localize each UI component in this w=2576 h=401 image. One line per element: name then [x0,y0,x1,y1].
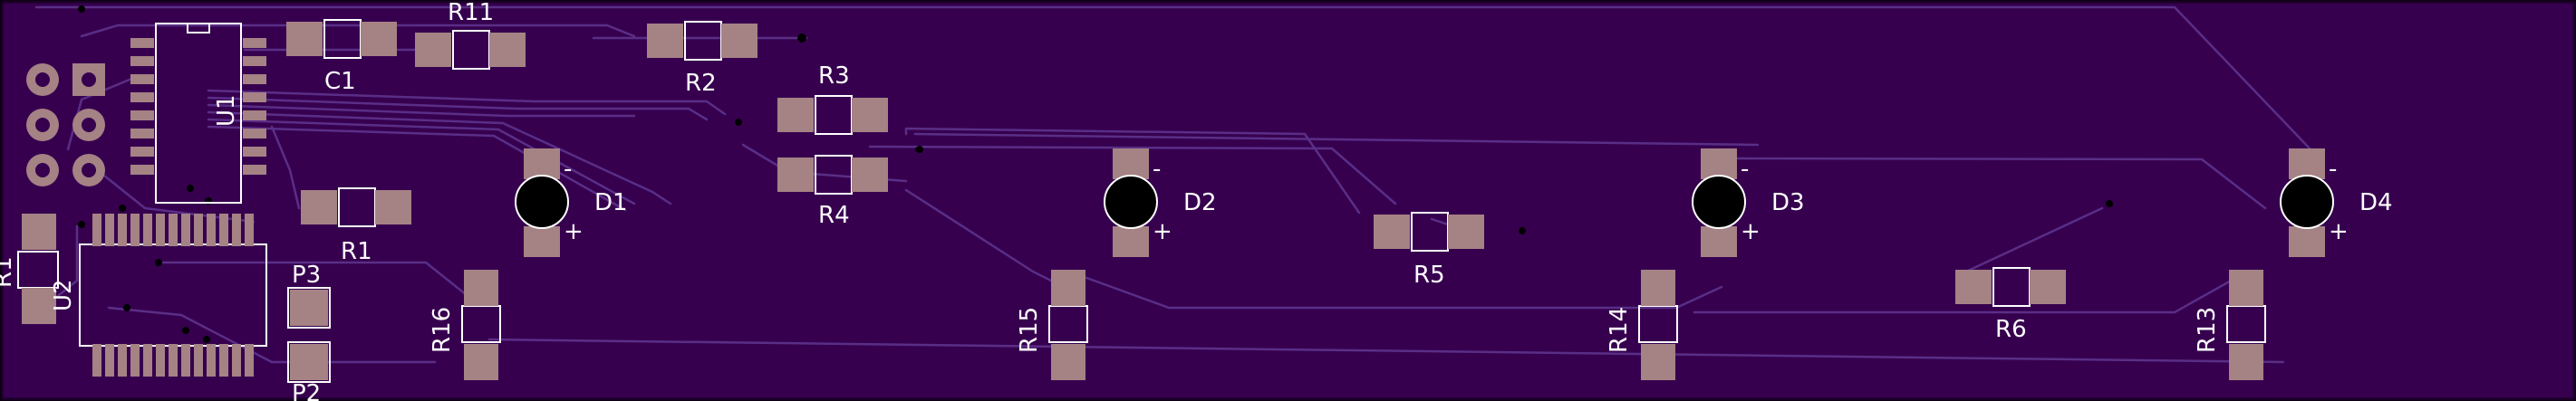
r15-label: R15 [1016,307,1043,353]
d3-plus: + [1741,218,1761,245]
d1-plus: + [564,218,584,245]
r11-resistor: R11 [415,0,526,70]
d4-minus: - [2329,156,2337,183]
d4-plus: + [2329,218,2349,245]
r14-resistor: R14 [1606,270,1678,380]
d2-label: D2 [1183,189,1217,216]
led-icon [1692,175,1746,229]
vias [78,5,2113,343]
pin-header [26,63,105,186]
d4-led: - + D4 [2280,148,2393,257]
d3-minus: - [1741,156,1749,183]
via-icon [78,221,85,228]
r15-resistor: R15 [1016,270,1088,380]
r1-label: R1 [341,238,372,265]
via-icon [797,33,806,43]
u2-chip: U2 [50,214,267,377]
via-icon [915,147,921,152]
led-icon [515,175,569,229]
led-icon [1104,175,1158,229]
c1-label: C1 [324,68,356,95]
r6-label: R6 [1995,316,2027,343]
via-icon [2106,200,2113,207]
r12-label: R1 [0,256,17,288]
u1-chip: U1 [130,23,266,204]
via-icon [182,327,189,334]
p2-label: P2 [292,380,321,401]
d2-led: - + D2 [1104,148,1217,257]
via-icon [78,5,85,13]
r5-label: R5 [1413,262,1445,289]
r2-label: R2 [685,70,717,97]
via-icon [187,185,194,192]
r4-label: R4 [818,202,850,229]
r16-resistor: R16 [429,270,501,380]
via-icon [119,205,126,212]
d1-label: D1 [594,189,628,216]
r11-label: R11 [448,0,494,26]
r14-label: R14 [1606,307,1633,353]
via-icon [155,259,162,266]
r13-resistor: R13 [2194,270,2266,380]
r3-label: R3 [818,62,850,90]
d4-label: D4 [2359,189,2393,216]
r4-resistor: R4 [777,155,888,229]
r1-resistor: R1 [301,187,411,265]
d3-label: D3 [1771,189,1805,216]
u1-label: U1 [213,94,240,127]
r6-resistor: R6 [1955,267,2066,343]
r12-resistor: R1 [0,214,59,324]
via-icon [1519,227,1526,234]
led-icon [2280,175,2334,229]
d1-led: - + D1 [515,148,628,257]
p3-label: P3 [292,262,321,289]
r5-resistor: R5 [1374,212,1484,289]
via-icon [735,119,742,126]
d2-minus: - [1153,156,1161,183]
d1-minus: - [564,156,572,183]
p2-pad: P2 [287,341,331,401]
via-icon [123,304,130,311]
u2-label: U2 [50,279,77,311]
traces [34,5,2312,364]
r16-label: R16 [429,307,456,353]
p3-pad: P3 [287,262,331,329]
r2-resistor: R2 [647,21,757,97]
via-icon [203,336,210,343]
d3-led: - + D3 [1692,148,1805,257]
r3-resistor: R3 [777,62,888,135]
r13-label: R13 [2194,307,2221,353]
d2-plus: + [1153,218,1172,245]
c1-capacitor: C1 [286,19,397,95]
